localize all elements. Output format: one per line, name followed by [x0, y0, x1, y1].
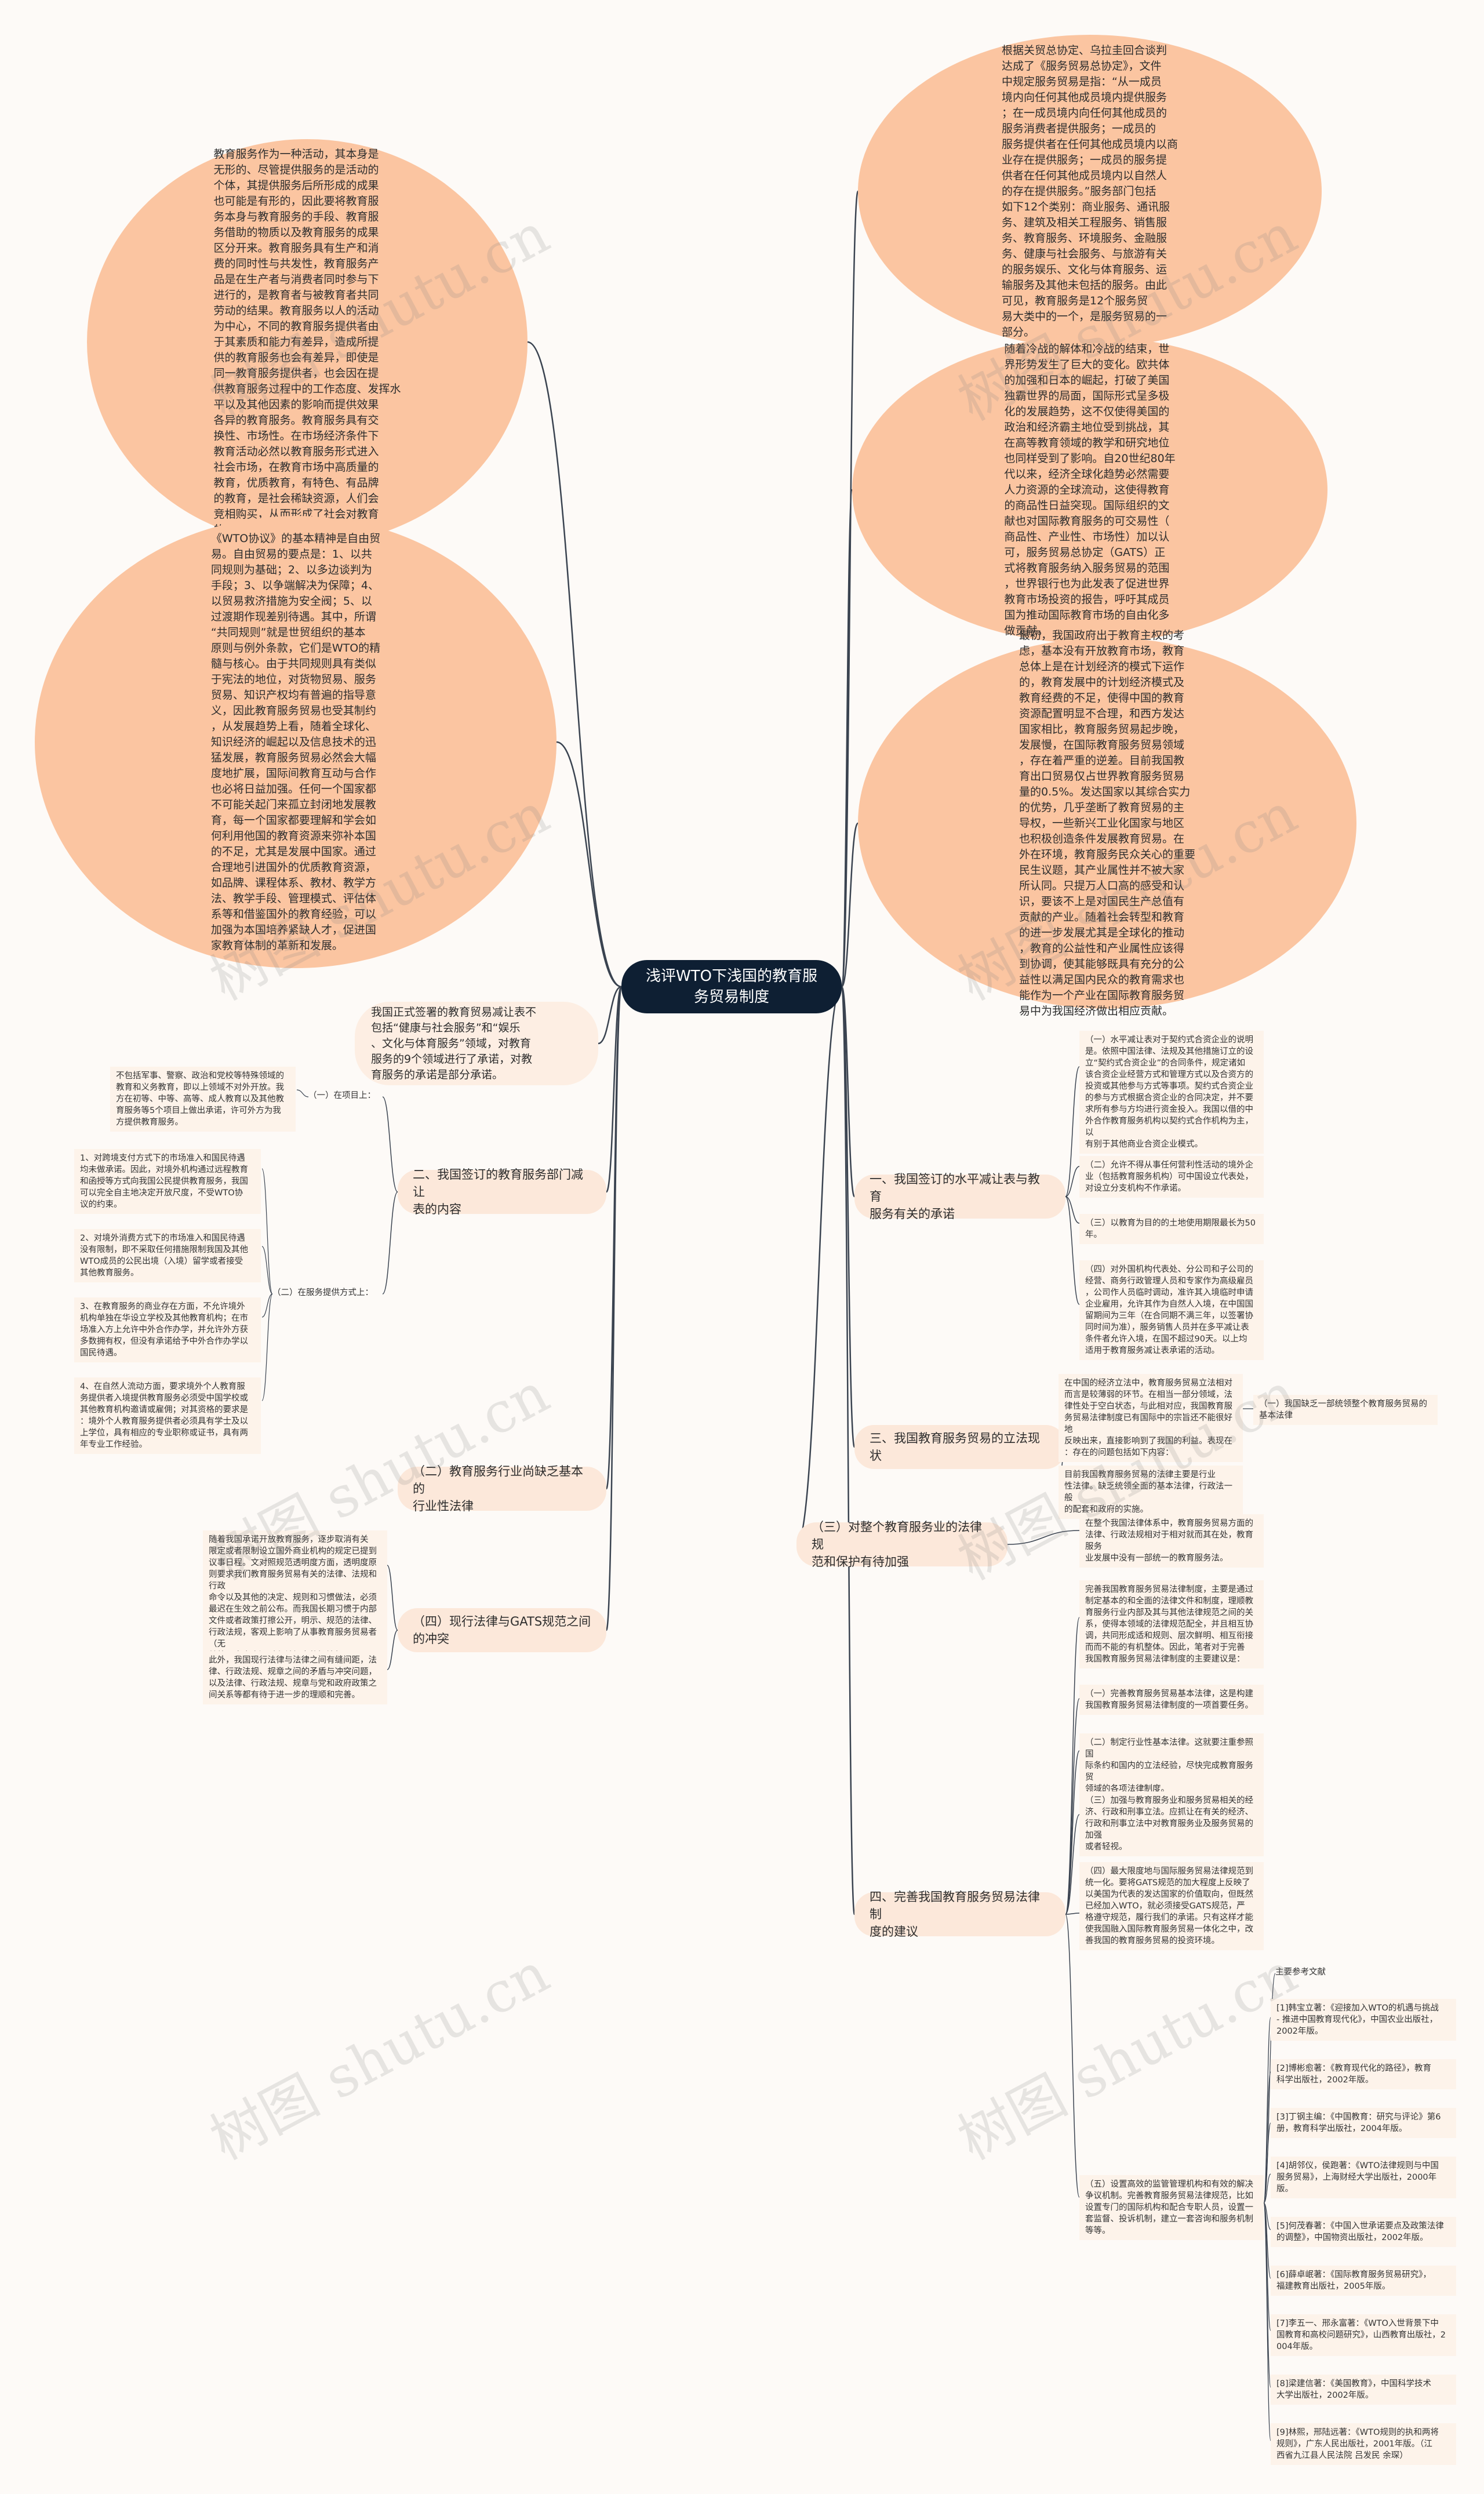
connector-line [1065, 1814, 1080, 1915]
reference-item[interactable]: [5]何茂春著：《中国入世承诺要点及政策法律 的调整》，中国物资出版社，2002… [1271, 2217, 1456, 2247]
right-bubble-3[interactable]: 最初，我国政府出于教育主权的考 虑，基本没有开放教育市场，教育 总体上是在计划经… [858, 629, 1356, 1017]
connector-line [261, 1168, 273, 1295]
branch-right-4-leaf-6[interactable]: （五）设置高效的监管管理机构和有效的解决 争议机制。完善教育服务贸易法律规范，比… [1079, 2175, 1264, 2240]
connector-line [598, 986, 622, 1045]
right-bubble-2-text: 随着冷战的解体和冷战的结束，世 界形势发生了巨大的变化。欧共体 的加强和日本的崛… [1004, 342, 1176, 637]
connector-line [1263, 2202, 1271, 2388]
branch-left-1-leaf-4[interactable]: 3、在教育服务的商业存在方面，不允许境外 机构单独在华设立学校及其他教育机构；在… [74, 1297, 261, 1362]
connector-line [605, 986, 623, 1193]
branch-left-3-leaf-1[interactable]: 随着我国承诺开放教育服务，逐步取消有关 限定或者限制设立国外商业机构的规定已提到… [203, 1530, 387, 1665]
branch-left-1-leaf-3[interactable]: 2、对境外消费方式下的市场准入和国民待遇 没有限制，即不采取任何措施限制我国及其… [74, 1229, 261, 1282]
branch-right-3-leaf-1[interactable]: 在整个我国法律体系中，教育服务贸易方面的 法律、行政法规相对于相对就而其在处，教… [1079, 1514, 1264, 1568]
reference-item[interactable]: [6]薛卓岷著：《国际教育服务贸易研究》， 福建教育出版社，2005年版。 [1271, 2266, 1456, 2296]
connector-line [296, 1089, 309, 1097]
branch-left-1[interactable]: 二、我国签订的教育服务部门减让 表的内容 [398, 1168, 606, 1216]
branch-right-1[interactable]: 一、我国签订的水平减让表与教育 服务有关的承诺 [854, 1172, 1065, 1221]
branch-right-4-leaf-4[interactable]: （三）加强与教育服务业和服务贸易相关的经 济、行政和刑事立法。应抓让在有关的经济… [1079, 1791, 1264, 1856]
connector-line [382, 1096, 398, 1193]
branch-right-2[interactable]: 三、我国教育服务贸易的立法现状 [854, 1425, 1065, 1469]
branch-right-3[interactable]: （三）对整个教育服务业的法律规 范和保护有待加强 [796, 1520, 1007, 1569]
connector-line [1065, 1196, 1080, 1305]
branch-right-4-leaf-5[interactable]: （四）最大限度地与国际服务贸易法律规范到 统一化。要将GATS规范的加大程度上反… [1079, 1862, 1264, 1950]
connector-line [1007, 1530, 1080, 1545]
branch-right-1-leaf-2[interactable]: （二）允许不得从事任何营利性活动的境外企 业（包括教育服务机构）可中国设立代表处… [1079, 1156, 1264, 1198]
connector-line [1065, 1066, 1080, 1197]
reference-item[interactable]: [8]梁建信著：《美国教育》，中国科学技术 大学出版社，2002年版。 [1271, 2375, 1456, 2405]
branch-left-1-tag-2[interactable]: （二）在服务提供方式上： [272, 1288, 373, 1297]
connector-line [1065, 1617, 1080, 1915]
connector-line [527, 341, 622, 988]
left-bubble-1-text: 教育服务作为一种活动，其本身是 无形的、尽管提供服务的是活动的 个体，其提供服务… [213, 147, 401, 536]
reference-item[interactable]: [3]丁钢主编：《中国教育：研究与评论》第6 册，教育科学出版社，2004年版。 [1271, 2108, 1456, 2138]
branch-left-3-leaf-2[interactable]: 此外，我国现行法律与法律之间有缝间距，法 律、行政法规、规章之间的矛盾与冲突问题… [203, 1651, 387, 1704]
connector-line [1065, 1698, 1080, 1915]
connector-line [605, 986, 623, 1490]
left-bubble-2[interactable]: 《WTO协议》的基本精神是自由贸 易。自由贸易的要点是：1、以共 同规则为基础；… [35, 516, 556, 968]
connector-line [841, 489, 853, 988]
branch-right-2-side-leaf[interactable]: （一）我国缺乏一部统领整个教育服务贸易的 基本法律 [1253, 1395, 1438, 1425]
branch-left-1-leaf-2[interactable]: 1、对跨境支付方式下的市场准入和国民待遇 均未做承诺。因此，对境外机构通过远程教… [74, 1149, 261, 1214]
connector-line [841, 986, 856, 1915]
right-bubble-1-text: 根据关贸总协定、乌拉圭回合谈判 达成了《服务贸易总协定》，文件 中规定服务贸易是… [1001, 43, 1178, 339]
branch-right-2-leaf-2[interactable]: 目前我国教育服务贸易的法律主要是行业 性法律。缺乏统领全面的基本法律，行政法一般… [1059, 1466, 1243, 1519]
connector-line [1065, 1914, 1080, 2198]
root-node[interactable]: 浅评WTO下浅国的教育服 务贸易制度 [621, 960, 842, 1013]
right-bubble-1[interactable]: 根据关贸总协定、乌拉圭回合谈判 达成了《服务贸易总协定》，文件 中规定服务贸易是… [858, 35, 1322, 348]
connector-line [1065, 1196, 1080, 1224]
connector-line [261, 1293, 273, 1318]
connector-line [1263, 2122, 1271, 2204]
connector-line [387, 1565, 398, 1631]
connector-line [387, 1630, 398, 1670]
reference-item[interactable]: [4]胡邻仪，侯跑著：《WTO法律规则与中国 服务贸易》，上海财经大学出版社，2… [1271, 2157, 1456, 2198]
connector-line [556, 741, 622, 988]
right-bubble-2[interactable]: 随着冷战的解体和冷战的结束，世 界形势发生了巨大的变化。欧共体 的加强和日本的崛… [852, 336, 1327, 644]
connector-line [841, 822, 859, 988]
branch-left-2[interactable]: （二）教育服务行业尚缺乏基本的 行业性法律 [398, 1464, 606, 1513]
left-bubble-2-text: 《WTO协议》的基本精神是自由贸 易。自由贸易的要点是：1、以共 同规则为基础；… [210, 532, 381, 952]
branch-right-1-leaf-4[interactable]: （四）对外国机构代表处、分公司和子公司的 经营、商务行政管理人员和专家作为高级雇… [1079, 1260, 1264, 1360]
references-title[interactable]: 主要参考文献 [1275, 1968, 1326, 1977]
connector-line [382, 1191, 398, 1295]
reference-item[interactable]: [9]林熙，邢陆远著：《WTO规则的执和两将 规则》，广东人民出版社，2001年… [1271, 2423, 1456, 2465]
connector-line [796, 986, 842, 1546]
branch-right-4[interactable]: 四、完善我国教育服务贸易法律制 度的建议 [854, 1890, 1065, 1939]
branch-right-1-leaf-3[interactable]: （三）以教育为目的的土地使用期限最长为50 年。 [1079, 1214, 1264, 1244]
connector-line [261, 1293, 273, 1401]
branch-left-1-leaf-5[interactable]: 4、在自然人流动方面，要求境外个人教育服 务提供者入境提供教育服务必须受中国学校… [74, 1377, 261, 1454]
reference-item[interactable]: [1]韩宝立著：《迎接加入WTO的机遇与挑战 - 推进中国教育现代化》，中国农业… [1271, 1999, 1456, 2041]
branch-left-1-leaf-1[interactable]: 不包括军事、警察、政治和党校等特殊领域的 教育和义务教育，即以上领域不对外开放。… [110, 1067, 296, 1132]
connector-line [1065, 1166, 1080, 1197]
branch-right-4-leaf-2[interactable]: （一）完善教育服务贸易基本法律，这是构建 我国教育服务贸易法律制度的一项首要任务… [1079, 1685, 1264, 1715]
branch-right-4-leaf-3[interactable]: （二）制定行业性基本法律。这就要注重参照国 际条约和国内的立法经验，尽快完成教育… [1079, 1733, 1264, 1798]
connector-line [841, 190, 859, 988]
branch-right-4-leaf-1[interactable]: 完善我国教育服务贸易法律制度，主要是通过 制定基本的和全面的法律文件和制度，理顺… [1079, 1580, 1264, 1668]
branch-right-1-leaf-1[interactable]: （一）水平减让表对于契约式合资企业的说明 是。依照中国法律、法规及其他措施订立的… [1079, 1031, 1264, 1154]
connector-line [1065, 1750, 1080, 1915]
reference-item[interactable]: [7]李五一、邢永富著：《WTO入世背景下中 国教育和高校问题研究》，山西教育出… [1271, 2314, 1456, 2356]
connector-line [605, 986, 623, 1631]
connector-line [1263, 2202, 1271, 2441]
branch-right-2-leaf-1[interactable]: 在中国的经济立法中，教育服务贸易立法相对 而言是较薄弱的环节。在相当一部分领域，… [1059, 1374, 1243, 1462]
connector-line [1263, 2173, 1271, 2204]
connector-line [261, 1246, 273, 1295]
branch-left-3[interactable]: （四）现行法律与GATS规范之间 的冲突 [398, 1608, 606, 1652]
branch-left-1-tag-1[interactable]: （一）在项目上： [308, 1091, 376, 1100]
right-bubble-3-text: 最初，我国政府出于教育主权的考 虑，基本没有开放教育市场，教育 总体上是在计划经… [1019, 628, 1195, 1017]
left-bubble-1[interactable]: 教育服务作为一种活动，其本身是 无形的、尽管提供服务的是活动的 个体，其提供服务… [87, 139, 528, 545]
connector-line [1065, 1913, 1080, 1915]
left-pill-node[interactable]: 我国正式签署的教育贸易减让表不 包括“健康与社会服务”和“娱乐 、文化与体育服务… [355, 1002, 598, 1085]
reference-item[interactable]: [2]博彬愈著：《教育现代化的路径》，教育 科学出版社，2002年版。 [1271, 2059, 1456, 2089]
